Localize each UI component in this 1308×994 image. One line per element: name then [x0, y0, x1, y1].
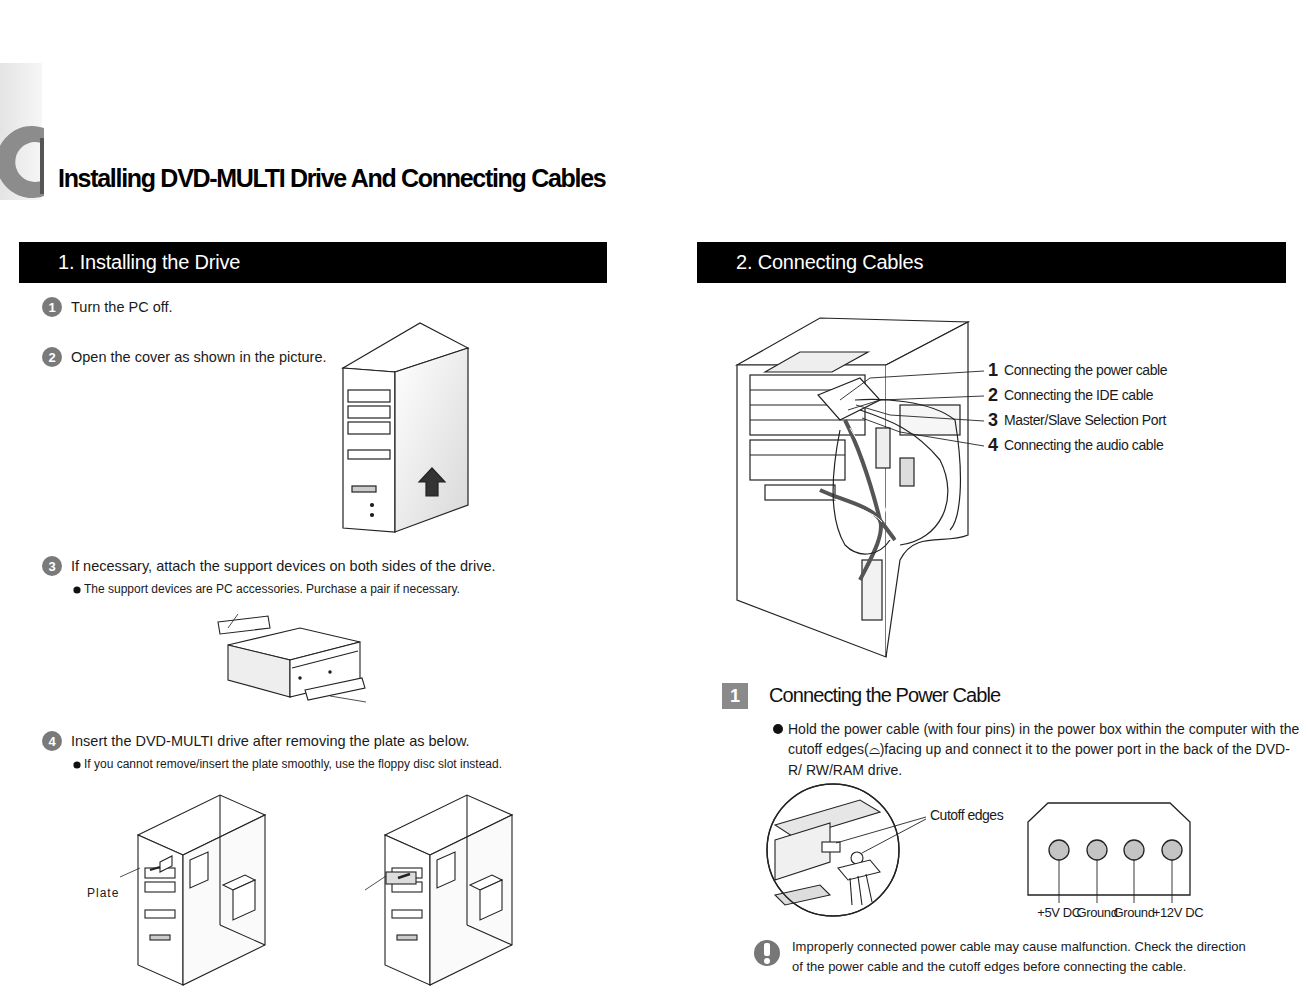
callout-number: 3: [988, 409, 998, 432]
callout-number: 1: [988, 359, 998, 382]
callout-text: Connecting the audio cable: [1004, 437, 1163, 455]
power-connector: [1028, 803, 1190, 903]
logo-bar: [40, 138, 44, 194]
step-number: 3: [48, 559, 55, 574]
body-text: Hold the power cable (with four pins) in…: [788, 719, 1300, 780]
cutoff-leaders: [836, 817, 926, 853]
bullet-dot: [773, 724, 783, 734]
step-number: 2: [48, 350, 55, 365]
warning-icon: [754, 940, 780, 966]
step-circle: 3: [42, 556, 62, 576]
note-text: If you cannot remove/insert the plate sm…: [84, 757, 502, 772]
part-label: Plate: [87, 886, 119, 901]
pin-label: Ground: [1077, 905, 1118, 921]
step-circle: 1: [42, 297, 62, 317]
section-heading: 2. Connecting Cables: [697, 251, 923, 274]
pin-label: +5V DC: [1037, 905, 1080, 921]
step-circle: 2: [42, 347, 62, 367]
callout-number: 2: [988, 384, 998, 407]
pc-tower: [343, 323, 468, 532]
step-number: 1: [48, 300, 55, 315]
section-band: 1. Installing the Drive: [19, 242, 607, 283]
step-circle: 4: [42, 731, 62, 751]
dvd-drive: [218, 614, 366, 702]
callout-text: Cutoff edges: [930, 807, 1003, 825]
open-tower-right: [365, 795, 512, 985]
callout-text: Connecting the power cable: [1004, 362, 1167, 380]
note-text: The support devices are PC accessories. …: [84, 582, 460, 597]
warning-text: Improperly connected power cable may cau…: [792, 937, 1247, 976]
page-title: Installing DVD-MULTI Drive And Connectin…: [58, 164, 605, 193]
callout-number: 4: [988, 434, 998, 457]
step-text: Insert the DVD-MULTI drive after removin…: [71, 732, 470, 750]
number-box: 1Connecting the Power Cable: [722, 683, 748, 709]
callout-text: Connecting the IDE cable: [1004, 387, 1153, 405]
open-tower-left: [120, 795, 265, 985]
bullet-dot: [73, 586, 80, 593]
step-text: Turn the PC off.: [71, 298, 173, 316]
pin-label: +12V DC: [1153, 905, 1203, 921]
step-text: If necessary, attach the support devices…: [71, 557, 496, 575]
step-text: Open the cover as shown in the picture.: [71, 348, 327, 366]
step-number: 1: [730, 686, 740, 707]
callout-text: Master/Slave Selection Port: [1004, 412, 1166, 430]
section-band: 2. Connecting Cables: [697, 242, 1286, 283]
leader-lines: [840, 371, 984, 446]
pc-cutaway: [737, 318, 968, 657]
zoom-detail: [767, 784, 899, 916]
step-number: 4: [48, 734, 55, 749]
section-heading: 1. Installing the Drive: [19, 251, 240, 274]
subsection-heading: Connecting the Power Cable: [769, 684, 1000, 707]
pin-label: Ground: [1114, 905, 1155, 921]
bullet-dot: [73, 761, 80, 768]
logo-arc: [0, 126, 44, 198]
